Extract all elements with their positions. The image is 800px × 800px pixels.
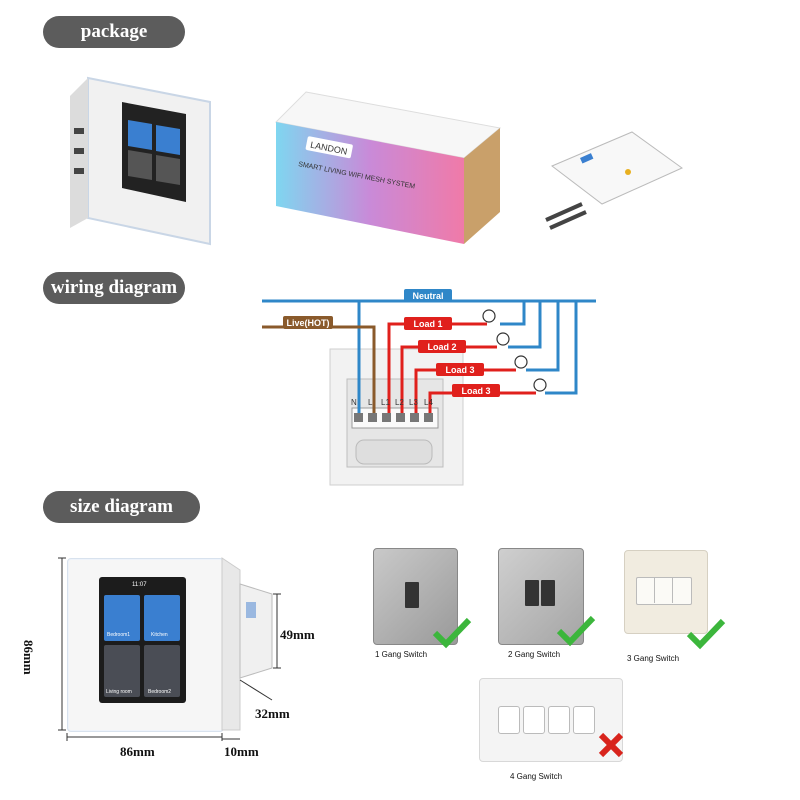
load-label-1: Load 1 [404, 317, 452, 330]
package-switch-image [70, 76, 211, 246]
terminal-label: L1 [381, 398, 390, 407]
switch-1-label: 1 Gang Switch [375, 650, 428, 659]
check-icon [556, 615, 596, 647]
dim-width: 86mm [120, 744, 155, 759]
terminal-label: L4 [424, 398, 433, 407]
switch-4-label: 4 Gang Switch [510, 772, 563, 781]
terminal-label: L2 [395, 398, 404, 407]
switch-4-rocker [498, 706, 520, 734]
tile-kitchen [144, 595, 180, 641]
section-title-package: package [43, 16, 185, 48]
switch-4-rocker [573, 706, 595, 734]
tile-label: Bedroom2 [148, 689, 172, 695]
tile-bedroom2 [144, 645, 180, 697]
tile-label: Bedroom1 [107, 632, 131, 638]
switch-1-rocker [405, 582, 419, 608]
switch-3-label: 3 Gang Switch [627, 654, 680, 663]
tile-label: Living room [106, 689, 132, 695]
bulb-icon [514, 355, 528, 369]
switch-2-label: 2 Gang Switch [508, 650, 561, 659]
dim-thickness: 10mm [224, 744, 259, 759]
load-label-4: Load 3 [452, 384, 500, 397]
package-box-image: LANDON SMART LIVING WIFI MESH SYSTEM [274, 91, 502, 244]
neutral-label: Neutral [404, 289, 452, 302]
cross-icon [598, 732, 624, 758]
check-icon [432, 617, 472, 649]
switch-4-rocker [548, 706, 570, 734]
screen-time: 11:07 [132, 582, 147, 588]
switch-4-rocker [523, 706, 545, 734]
size-dimension-lines [58, 557, 281, 741]
terminal-label: N [351, 398, 357, 407]
tile-living-room [104, 645, 140, 697]
terminal-label: L3 [409, 398, 418, 407]
check-icon [686, 618, 726, 650]
switch-3-rockers [636, 577, 692, 605]
dim-height: 86mm [21, 640, 36, 675]
load-label-3: Load 3 [436, 363, 484, 376]
bulb-icon [482, 309, 496, 323]
bulb-icon [496, 332, 510, 346]
package-manual-image [545, 131, 683, 230]
live-label: Live(HOT) [283, 316, 333, 329]
wiring-diagram: N L L1 L2 L3 L4 [262, 299, 596, 486]
section-title-wiring: wiring diagram [43, 272, 185, 304]
dim-depth-back: 49mm [280, 627, 315, 642]
bulb-icon [533, 378, 547, 392]
section-title-size: size diagram [43, 491, 200, 523]
tile-bedroom1 [104, 595, 140, 641]
tile-label: Kitchen [151, 632, 168, 638]
dim-depth-side: 32mm [255, 706, 290, 721]
switch-2-rocker-right [541, 580, 555, 606]
load-label-2: Load 2 [418, 340, 466, 353]
switch-2-rocker-left [525, 580, 539, 606]
terminal-label: L [368, 398, 373, 407]
